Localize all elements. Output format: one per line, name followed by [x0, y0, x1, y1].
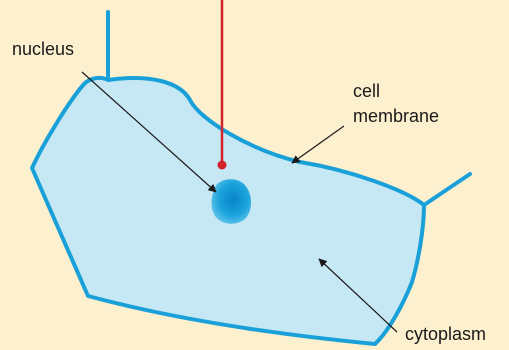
probe-tip [218, 161, 227, 170]
nucleus-blob [212, 179, 252, 224]
cytoplasm-label: cytoplasm [405, 324, 486, 344]
cell-membrane-label-line1: cell [353, 81, 380, 101]
cell-membrane-label-line2: membrane [353, 106, 439, 126]
neighbor-membrane-right [424, 174, 470, 205]
nucleus-label: nucleus [12, 39, 74, 59]
membrane-pointer [292, 126, 344, 163]
